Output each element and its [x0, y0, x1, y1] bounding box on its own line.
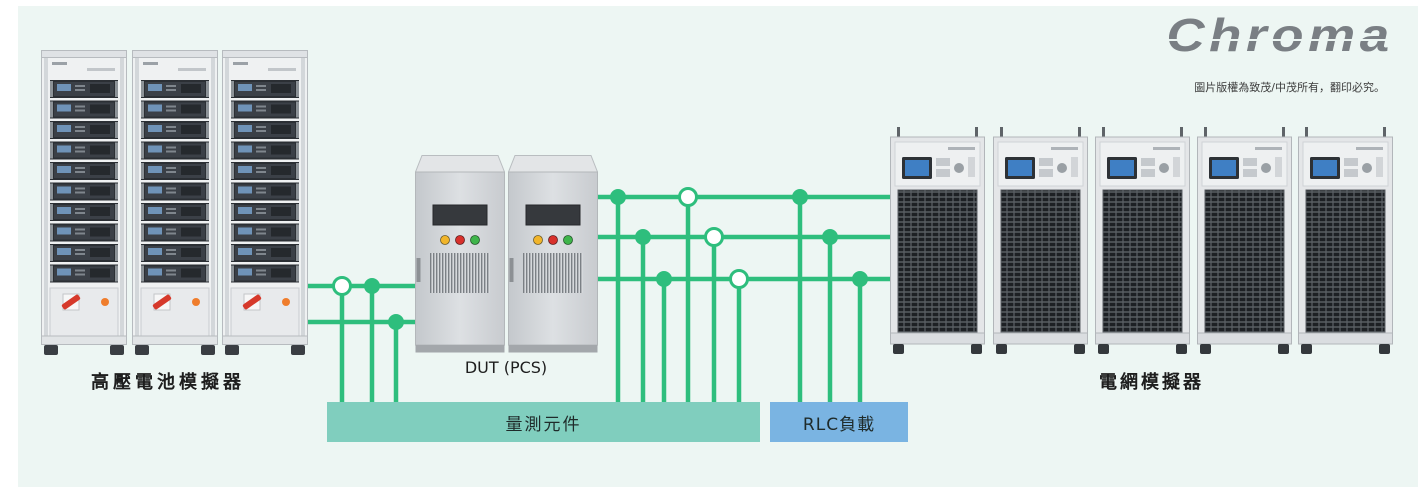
voltage-tap-node	[610, 189, 626, 205]
battery-simulator-label: 高壓電池模擬器	[91, 372, 245, 393]
rlc-load-block-label: RLC負載	[802, 414, 876, 435]
measurement-taps	[339, 197, 742, 404]
dut-cabinet-1	[416, 156, 505, 353]
battery-simulator-rack-3	[223, 51, 308, 356]
measurement-block-label: 量測元件	[505, 414, 582, 435]
logo-wordmark: Chroma	[1166, 9, 1394, 61]
dut-label: DUT (PCS)	[464, 358, 548, 377]
dut-pcs	[416, 156, 598, 353]
grid-simulator-unit-1	[891, 127, 985, 354]
voltage-tap-node	[364, 278, 380, 294]
grid-simulator-unit-4	[1198, 127, 1292, 354]
rlc-tap-node	[792, 189, 808, 205]
battery-simulator-rack-2	[133, 51, 218, 356]
dut-cabinet-2	[509, 156, 598, 353]
current-sense-node	[678, 187, 698, 207]
rlc-tap-node	[852, 271, 868, 287]
rlc-load-block: RLC負載	[770, 402, 908, 442]
junction-nodes	[332, 187, 868, 330]
rlc-tap-node	[822, 229, 838, 245]
logo-stripe	[1166, 39, 1394, 41]
voltage-tap-node	[388, 314, 404, 330]
measurement-block: 量測元件	[327, 402, 760, 442]
current-sense-node	[332, 276, 352, 296]
grid-simulator	[891, 127, 1393, 354]
chroma-logo: Chroma	[1166, 9, 1394, 61]
current-sense-node	[729, 269, 749, 289]
grid-simulator-label: 電網模擬器	[1099, 372, 1204, 393]
current-sense-node	[704, 227, 724, 247]
rlc-taps	[797, 197, 863, 404]
grid-simulator-unit-5	[1299, 127, 1393, 354]
battery-simulator-rack-1	[42, 51, 127, 356]
grid-simulator-unit-3	[1096, 127, 1190, 354]
voltage-tap-node	[656, 271, 672, 287]
copyright-notice: 圖片版權為致茂/中茂所有，翻印必究。	[1194, 81, 1385, 94]
grid-simulator-unit-2	[994, 127, 1088, 354]
voltage-tap-node	[635, 229, 651, 245]
battery-simulator	[42, 51, 308, 356]
